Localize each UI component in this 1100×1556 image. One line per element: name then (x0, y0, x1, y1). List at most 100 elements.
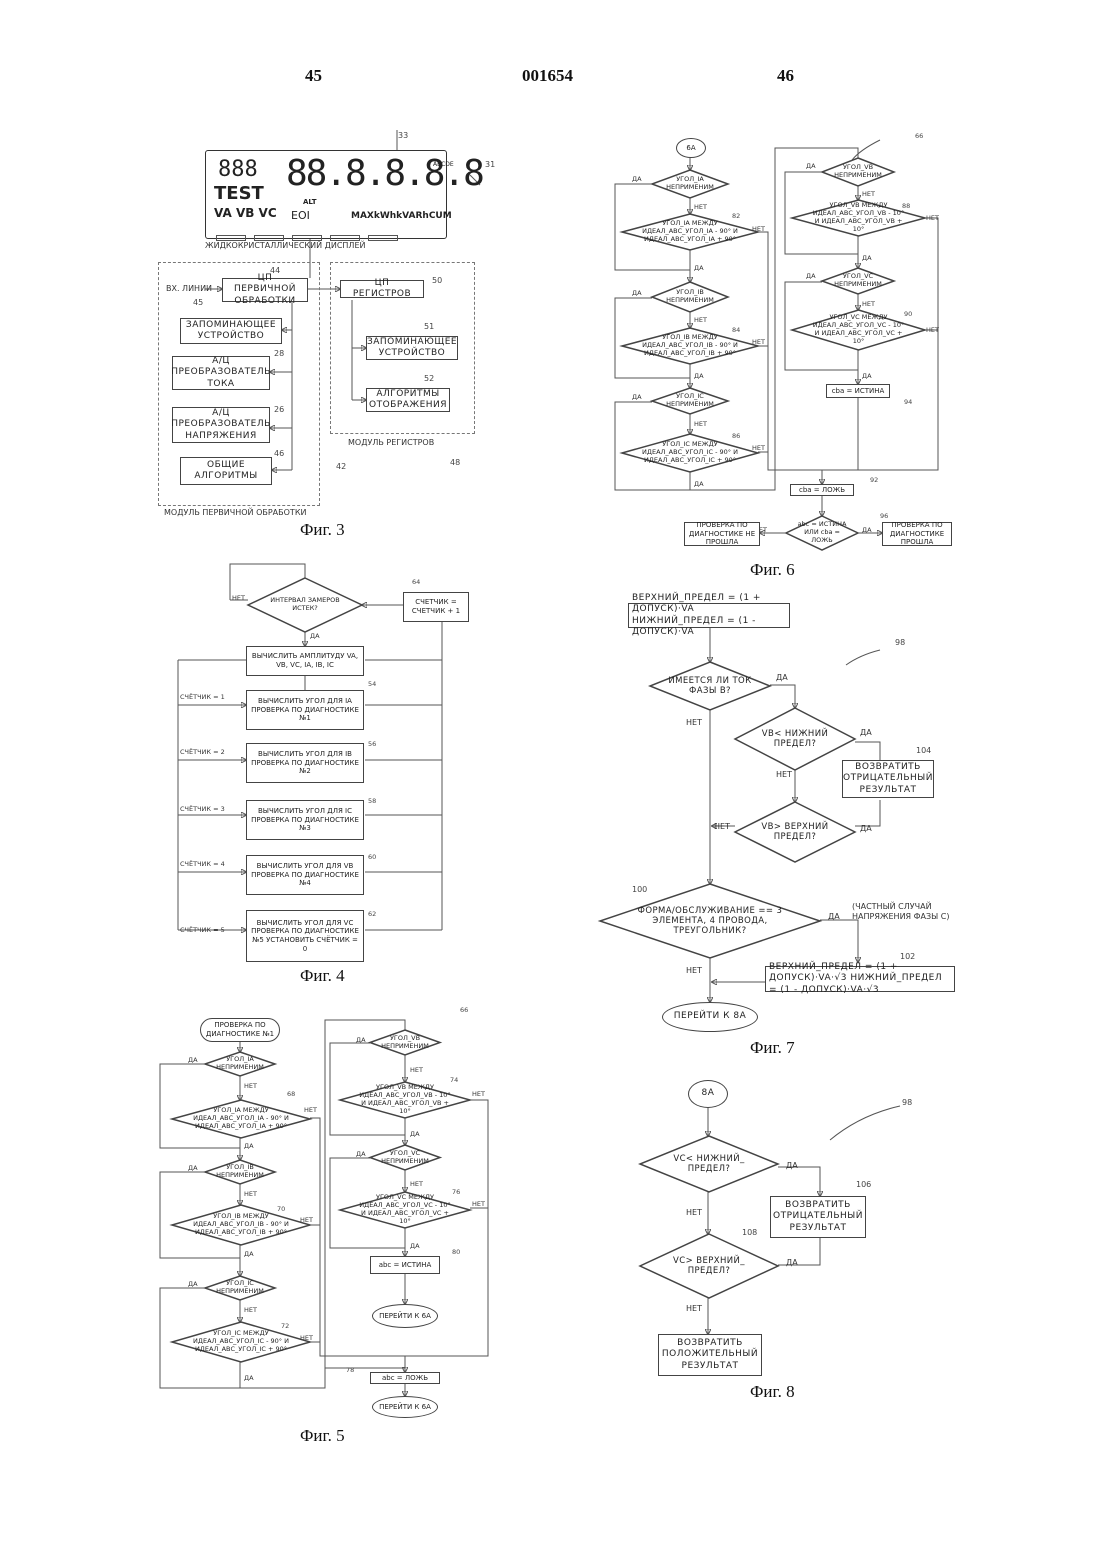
counter-increment: СЧЕТЧИК = СЧЕТЧИК + 1 (403, 592, 469, 622)
fig5-goto-6a-2: ПЕРЕЙТИ К 6А (372, 1396, 438, 1418)
fig6-ref-92: 92 (870, 476, 878, 484)
fig6-ic-decision: УГОЛ_IC НЕПРИМЕНИМ (652, 388, 728, 414)
fig8-yes-2: ДА (786, 1258, 798, 1267)
fig6-ia-text: УГОЛ_IA НЕПРИМЕНИМ (652, 176, 728, 192)
fig8-no-2: НЕТ (686, 1304, 702, 1313)
fig5-vc-text: УГОЛ_VC НЕПРИМЕНИМ (370, 1150, 440, 1166)
fig6-yes-3: ДА (632, 289, 642, 297)
fig5-ic-range-text: УГОЛ_IC МЕЖДУ ИДЕАЛ_АВС_УГОЛ_IC - 90° И … (172, 1330, 310, 1353)
fig6-no-2: НЕТ (752, 225, 765, 233)
lcd-alt: ALT (303, 198, 317, 206)
fig5-ia-range-text: УГОЛ_IA МЕЖДУ ИДЕАЛ_АВС_УГОЛ_IA - 90° И … (172, 1107, 310, 1130)
fig7-phase-text: ИМЕЕТСЯ ЛИ ТОК ФАЗЫ В? (650, 676, 770, 696)
fig5-ic-text: УГОЛ_IC НЕПРИМЕНИМ (205, 1280, 275, 1296)
fig5-ib-decision: УГОЛ_IB НЕПРИМЕНИМ (205, 1160, 275, 1184)
fig7-note: (ЧАСТНЫЙ СЛУЧАЙ НАПРЯЖЕНИЯ ФАЗЫ С) (852, 902, 962, 923)
fig8-yes-1: ДА (786, 1161, 798, 1170)
ref-60: 60 (368, 853, 376, 861)
fig6-ic-range-text: УГОЛ_IC МЕЖДУ ИДЕАЛ_АВС_УГОЛ_IC - 90° И … (622, 441, 758, 464)
fig6-ref-94: 94 (904, 398, 912, 406)
fig5-ib-range-decision: УГОЛ_IB МЕЖДУ ИДЕАЛ_АВС_УГОЛ_IB - 90° И … (172, 1205, 310, 1245)
fig5-no-4: НЕТ (300, 1216, 313, 1224)
compute-amplitude: ВЫЧИСЛИТЬ АМПЛИТУДУ VA, VB, VC, IA, IB, … (246, 646, 364, 676)
ref-31: 31 (485, 160, 495, 169)
fig6-no-1: НЕТ (694, 203, 707, 211)
fig5-ia-range-decision: УГОЛ_IA МЕЖДУ ИДЕАЛ_АВС_УГОЛ_IA - 90° И … (172, 1100, 310, 1138)
fig7-phase-decision: ИМЕЕТСЯ ЛИ ТОК ФАЗЫ В? (650, 662, 770, 710)
lcd-display: 888 88.8.8.8.8 TEST VA VB VC ALT EOI MAX… (205, 150, 447, 239)
ref-64: 64 (412, 578, 420, 586)
fig7-yes-2: ДА (860, 728, 872, 737)
adc-current: А/Ц ПРЕОБРАЗОВАТЕЛЬ ТОКА (172, 356, 270, 390)
step2-box: ВЫЧИСЛИТЬ УГОЛ ДЛЯ IB ПРОВЕРКА ПО ДИАГНО… (246, 743, 364, 783)
fig5-no-5: НЕТ (244, 1306, 257, 1314)
figure-5-caption: Фиг. 5 (300, 1426, 345, 1446)
fig5-no-10: НЕТ (472, 1200, 485, 1208)
fig6-yes-6: ДА (694, 480, 704, 488)
ref-26: 26 (274, 405, 284, 414)
fig5-no-2: НЕТ (304, 1106, 317, 1114)
ref-46: 46 (274, 449, 284, 458)
fig8-no-1: НЕТ (686, 1208, 702, 1217)
fig5-yes-5: ДА (188, 1280, 198, 1288)
fig4-no-label: НЕТ (232, 594, 245, 602)
fig6-ia-decision: УГОЛ_IA НЕПРИМЕНИМ (652, 170, 728, 198)
fig5-start: ПРОВЕРКА ПО ДИАГНОСТИКЕ №1 (200, 1018, 280, 1042)
fig5-ref-74: 74 (450, 1076, 458, 1084)
fig6-yes-4: ДА (694, 372, 704, 380)
interval-decision: ИНТЕРВАЛ ЗАМЕРОВ ИСТЕК? (248, 578, 362, 632)
common-algorithms: ОБЩИЕ АЛГОРИТМЫ (180, 457, 272, 485)
fig5-yes-3: ДА (188, 1164, 198, 1172)
ref-58: 58 (368, 797, 376, 805)
ref-52: 52 (424, 374, 434, 383)
fig5-vb-text: УГОЛ_VB НЕПРИМЕНИМ (370, 1035, 440, 1051)
ref-33: 33 (398, 131, 408, 140)
lcd-test: TEST (214, 183, 264, 204)
figure-7-caption: Фиг. 7 (750, 1038, 795, 1058)
fig8-ref-106: 106 (856, 1180, 871, 1189)
fig6-final-text: abc = ИСТИНА ИЛИ cba = ЛОЖЬ (786, 521, 858, 544)
register-memory: ЗАПОМИНАЮЩЕЕ УСТРОЙСТВО (366, 336, 458, 360)
figure-8-caption: Фиг. 8 (750, 1382, 795, 1402)
fig6-ref-84: 84 (732, 326, 740, 334)
lcd-digits: 88.8.8.8.8 (286, 153, 483, 194)
fig6-ref-86: 86 (732, 432, 740, 440)
ref-48: 48 (450, 458, 460, 467)
fig8-return-negative: ВОЗВРАТИТЬ ОТРИЦАТЕЛЬНЫЙ РЕЗУЛЬТАТ (770, 1196, 866, 1238)
figure-6-caption: Фиг. 6 (750, 560, 795, 580)
register-cpu: ЦП РЕГИСТРОВ (340, 280, 424, 298)
fig6-cba-false: cba = ЛОЖЬ (790, 484, 854, 496)
figure-4-caption: Фиг. 4 (300, 966, 345, 986)
fig6-final-decision: abc = ИСТИНА ИЛИ cba = ЛОЖЬ (786, 516, 858, 550)
fig7-form-text: ФОРМА/ОБСЛУЖИВАНИЕ == 3 ЭЛЕМЕНТА, 4 ПРОВ… (600, 906, 820, 937)
fig6-vc-range-text: УГОЛ_VC МЕЖДУ ИДЕАЛ_АВС_УГОЛ_VC - 10° И … (792, 314, 925, 345)
fig6-cba-true: cba = ИСТИНА (826, 384, 890, 398)
ref-42: 42 (336, 462, 346, 471)
fig8-return-positive: ВОЗВРАТИТЬ ПОЛОЖИТЕЛЬНЫЙ РЕЗУЛЬТАТ (658, 1334, 762, 1376)
step1-condition: СЧЁТЧИК = 1 (180, 693, 225, 701)
fig7-form-decision: ФОРМА/ОБСЛУЖИВАНИЕ == 3 ЭЛЕМЕНТА, 4 ПРОВ… (600, 884, 820, 958)
fig6-no-5: НЕТ (694, 420, 707, 428)
fig7-no-2: НЕТ (776, 770, 792, 779)
fig5-no-6: НЕТ (300, 1334, 313, 1342)
fig5-vb-range-text: УГОЛ_VB МЕЖДУ ИДЕАЛ_АВС_УГОЛ_VB - 10° И … (340, 1084, 470, 1115)
fig7-ref-98: 98 (895, 638, 905, 647)
fig5-ref-78: 78 (346, 1366, 354, 1374)
step5-box: ВЫЧИСЛИТЬ УГОЛ ДЛЯ VC ПРОВЕРКА ПО ДИАГНО… (246, 910, 364, 962)
lcd-bars (216, 226, 436, 232)
fig6-vc-text: УГОЛ_VC НЕПРИМЕНИМ (822, 273, 894, 289)
display-algorithms: АЛГОРИТМЫ ОТОБРАЖЕНИЯ (366, 388, 450, 412)
fig6-yes-10: ДА (862, 372, 872, 380)
fig7-init-limits: ВЕРХНИЙ_ПРЕДЕЛ = (1 + ДОПУСК)·VA НИЖНИЙ_… (628, 603, 790, 628)
fig5-yes-6: ДА (244, 1374, 254, 1382)
fig5-ia-text: УГОЛ_IA НЕПРИМЕНИМ (205, 1056, 275, 1072)
interval-decision-text: ИНТЕРВАЛ ЗАМЕРОВ ИСТЕК? (248, 597, 362, 613)
input-lines: ВХ. ЛИНИИ (166, 284, 212, 293)
fig5-ib-range-text: УГОЛ_IB МЕЖДУ ИДЕАЛ_АВС_УГОЛ_IB - 90° И … (172, 1213, 310, 1236)
fig5-ref-72: 72 (281, 1322, 289, 1330)
fig8-low-decision: VC< НИЖНИЙ_ ПРЕДЕЛ? (640, 1136, 778, 1192)
fig6-yes-9: ДА (806, 272, 816, 280)
fig6-vc-decision: УГОЛ_VC НЕПРИМЕНИМ (822, 268, 894, 294)
fig6-ref-66: 66 (915, 132, 923, 140)
